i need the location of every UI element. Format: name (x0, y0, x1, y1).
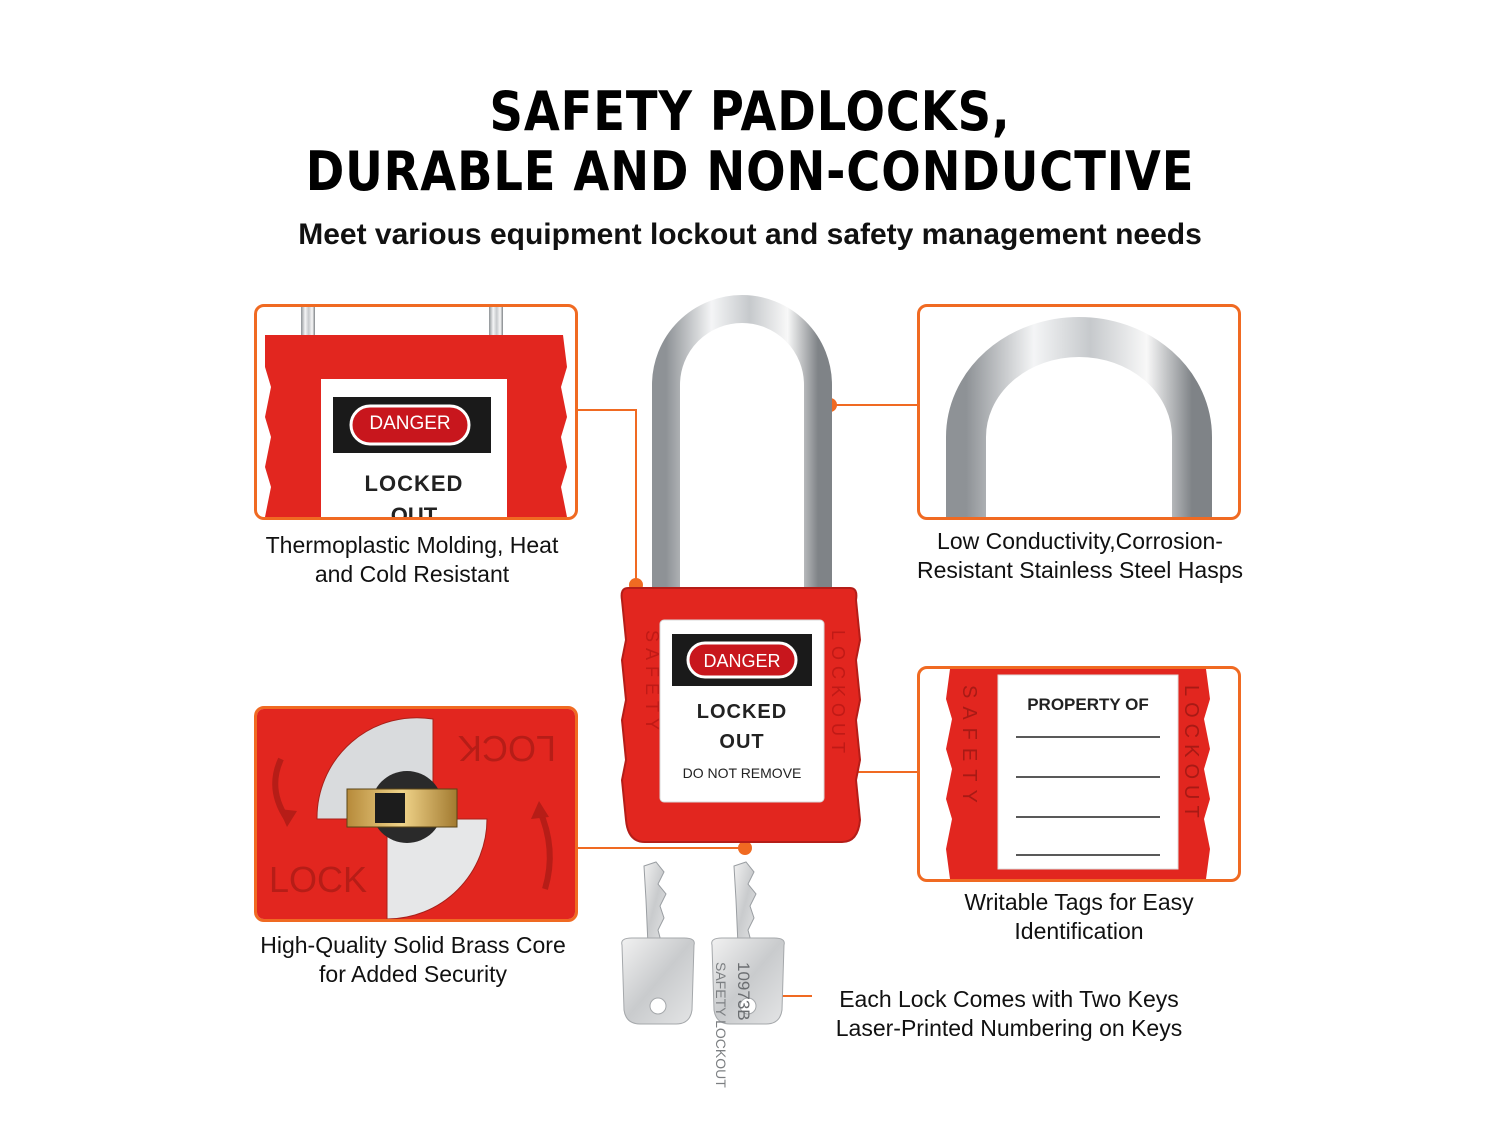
keys-caption-line1: Each Lock Comes with Two Keys (839, 986, 1179, 1012)
brass-caption-line1: High-Quality Solid Brass Core (260, 932, 566, 958)
hasp-caption-line2: Resistant Stainless Steel Hasps (917, 557, 1243, 583)
brass-caption: High-Quality Solid Brass Core for Added … (232, 931, 594, 989)
molding-caption-line1: Thermoplastic Molding, Heat (265, 532, 559, 558)
cylinder-lock-text-top: LOCK (457, 728, 557, 769)
molding-caption: Thermoplastic Molding, Heat and Cold Res… (232, 531, 592, 589)
hasp-closeup (946, 317, 1212, 517)
molding-closeup (265, 307, 567, 517)
callout-lines (578, 404, 918, 997)
key-serial-text: 10973B (734, 962, 753, 1021)
tags-caption-line1: Writable Tags for Easy (964, 889, 1194, 915)
page-subtitle: Meet various equipment lockout and safet… (298, 218, 1202, 251)
tag-side-label-safety: SAFETY (958, 685, 980, 811)
page-title-line2: DURABLE AND NON-CONDUCTIVE (305, 140, 1195, 203)
molding-out-label: OUT (390, 503, 438, 520)
side-label-safety: SAFETY (642, 630, 662, 736)
tag-property-label: PROPERTY OF (1027, 695, 1149, 714)
key-brand-text: SAFETY LOCKOUT (713, 962, 729, 1088)
brass-caption-line2: for Added Security (319, 961, 507, 987)
padlock-body (620, 587, 862, 843)
hasp-caption: Low Conductivity,Corrosion- Resistant St… (895, 527, 1265, 585)
cylinder-lock-text-bottom: LOCK (268, 859, 368, 900)
out-label: OUT (719, 731, 764, 753)
tags-caption-line2: Identification (1014, 918, 1144, 944)
cylinder-closeup (257, 709, 575, 919)
danger-label: DANGER (703, 651, 780, 671)
hasp-detail-panel (917, 304, 1241, 520)
key-left (621, 861, 695, 1025)
tags-caption: Writable Tags for Easy Identification (905, 888, 1253, 946)
hasp-caption-line1: Low Conductivity,Corrosion- (937, 528, 1223, 554)
tag-side-label-lockout: LOCKOUT (1180, 685, 1202, 824)
molding-detail-panel: DANGER LOCKED OUT (254, 304, 578, 520)
molding-locked-label: LOCKED (364, 471, 464, 496)
do-not-remove-label: DO NOT REMOVE (683, 765, 802, 781)
locked-label: LOCKED (697, 701, 787, 723)
molding-caption-line2: and Cold Resistant (314, 561, 510, 587)
shackle (652, 295, 832, 590)
tag-closeup (946, 669, 1210, 879)
side-label-lockout: LOCKOUT (828, 630, 848, 759)
keys-caption-line2: Laser-Printed Numbering on Keys (835, 1015, 1183, 1041)
keys-caption: Each Lock Comes with Two Keys Laser-Prin… (815, 985, 1203, 1043)
molding-danger-label: DANGER (369, 413, 451, 434)
tag-detail-panel: PROPERTY OF SAFETY LOCKOUT (917, 666, 1241, 882)
brass-core-detail-panel: LOCK LOCK (254, 706, 578, 922)
page-title-line1: SAFETY PADLOCKS, (489, 80, 1011, 143)
key-right (711, 861, 785, 1025)
